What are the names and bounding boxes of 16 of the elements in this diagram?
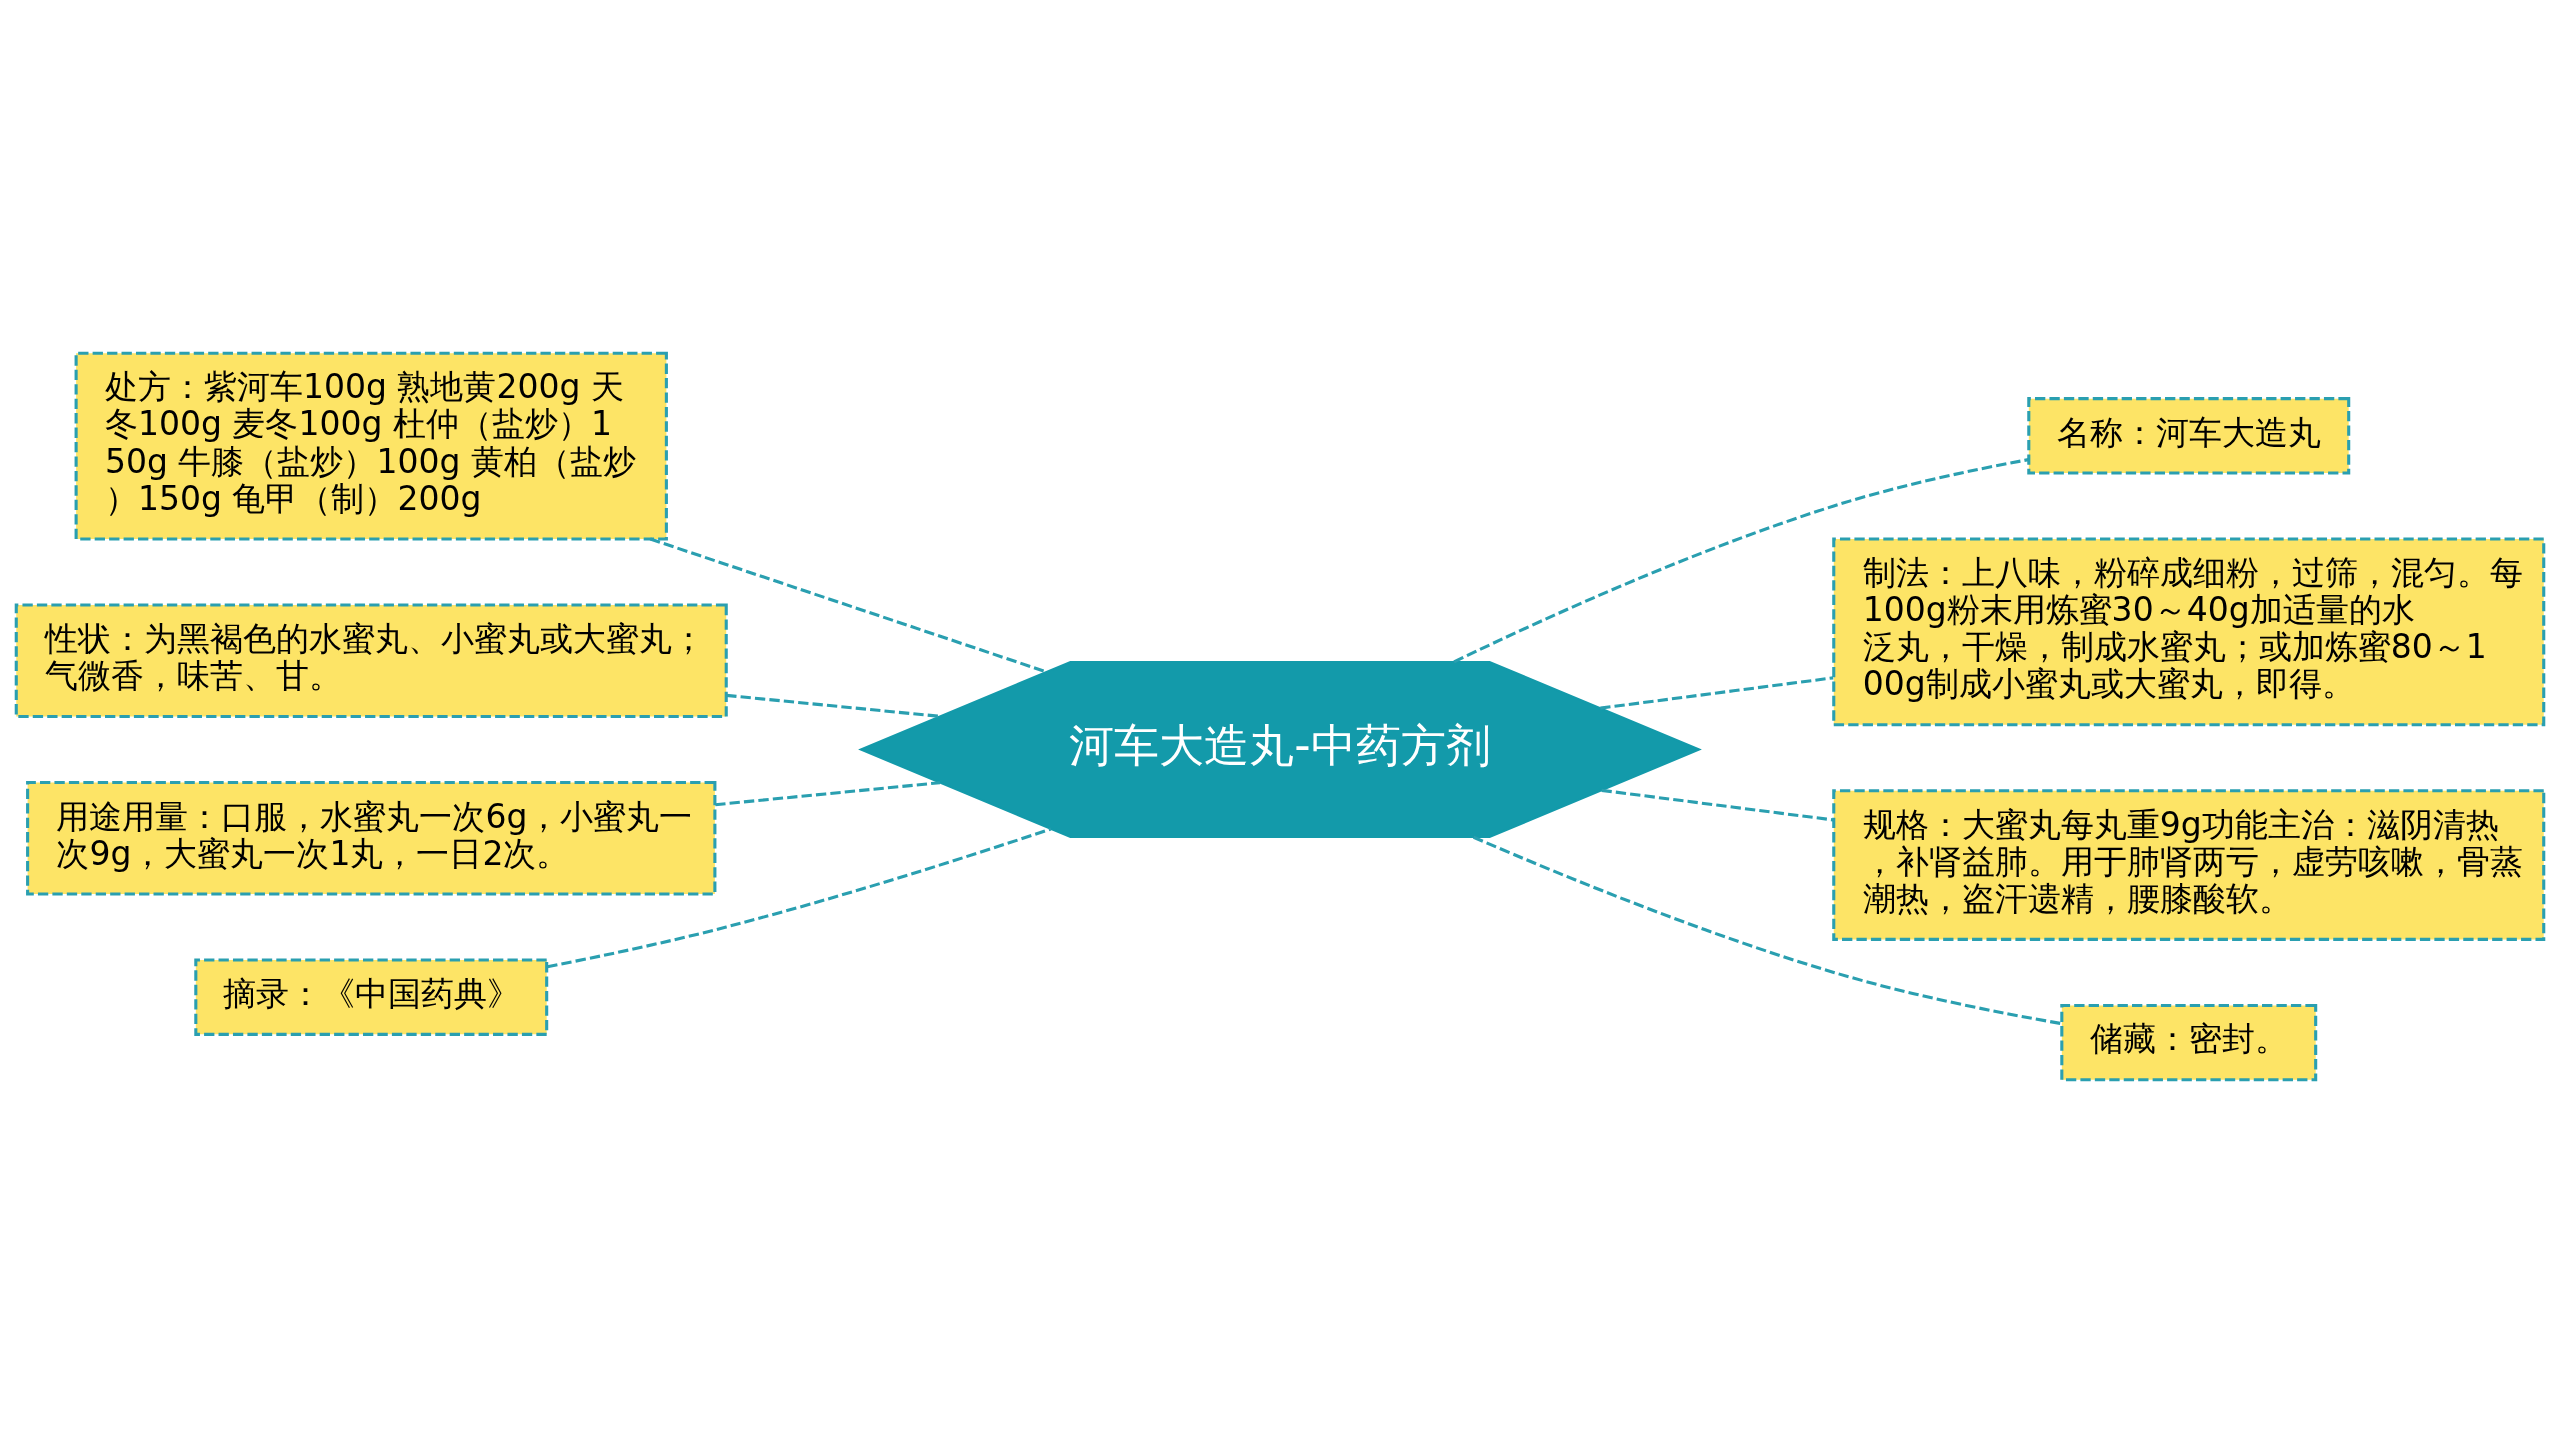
connector (1601, 788, 1834, 822)
node-box: 制法：上八味，粉碎成细粉，过筛，混匀。每100g粉末用炼蜜30～40g加适量的水泛丸，干燥，制成水蜜丸；或加炼蜜80～100g制成小蜜丸或大蜜丸，即得。 (1832, 537, 2546, 727)
connector (715, 781, 941, 807)
connector (1600, 676, 1834, 710)
connector (726, 693, 940, 718)
node-box: 名称：河车大造丸 (2027, 397, 2351, 475)
connector (547, 827, 1052, 969)
node-box: 规格：大蜜丸每丸重9g功能主治：滋阴清热，补肾益肺。用于肺肾两亏，虚劳咳嗽，骨蒸潮热，盗汗遗精，腰膝酸软。 (1832, 789, 2546, 941)
node-box: 摘录：《中国药典》 (194, 958, 549, 1036)
node-box: 储藏：密封。 (2060, 1003, 2318, 1082)
node-box: 处方：紫河车100g 熟地黄200g 天冬100g 麦冬100g 杜仲（盐炒）150g 牛膝（盐炒）100g 黄柏（盐炒）150g 龟甲（制）200g (74, 351, 668, 541)
connector (1472, 835, 2062, 1026)
node-box: 用途用量：口服，水蜜丸一次6g，小蜜丸一次9g，大蜜丸一次1丸，一日2次。 (26, 781, 717, 896)
connector (649, 537, 1047, 674)
node-box: 性状：为黑褐色的水蜜丸、小蜜丸或大蜜丸；气微香，味苦、甘。 (14, 603, 728, 719)
connector (1453, 458, 2029, 664)
